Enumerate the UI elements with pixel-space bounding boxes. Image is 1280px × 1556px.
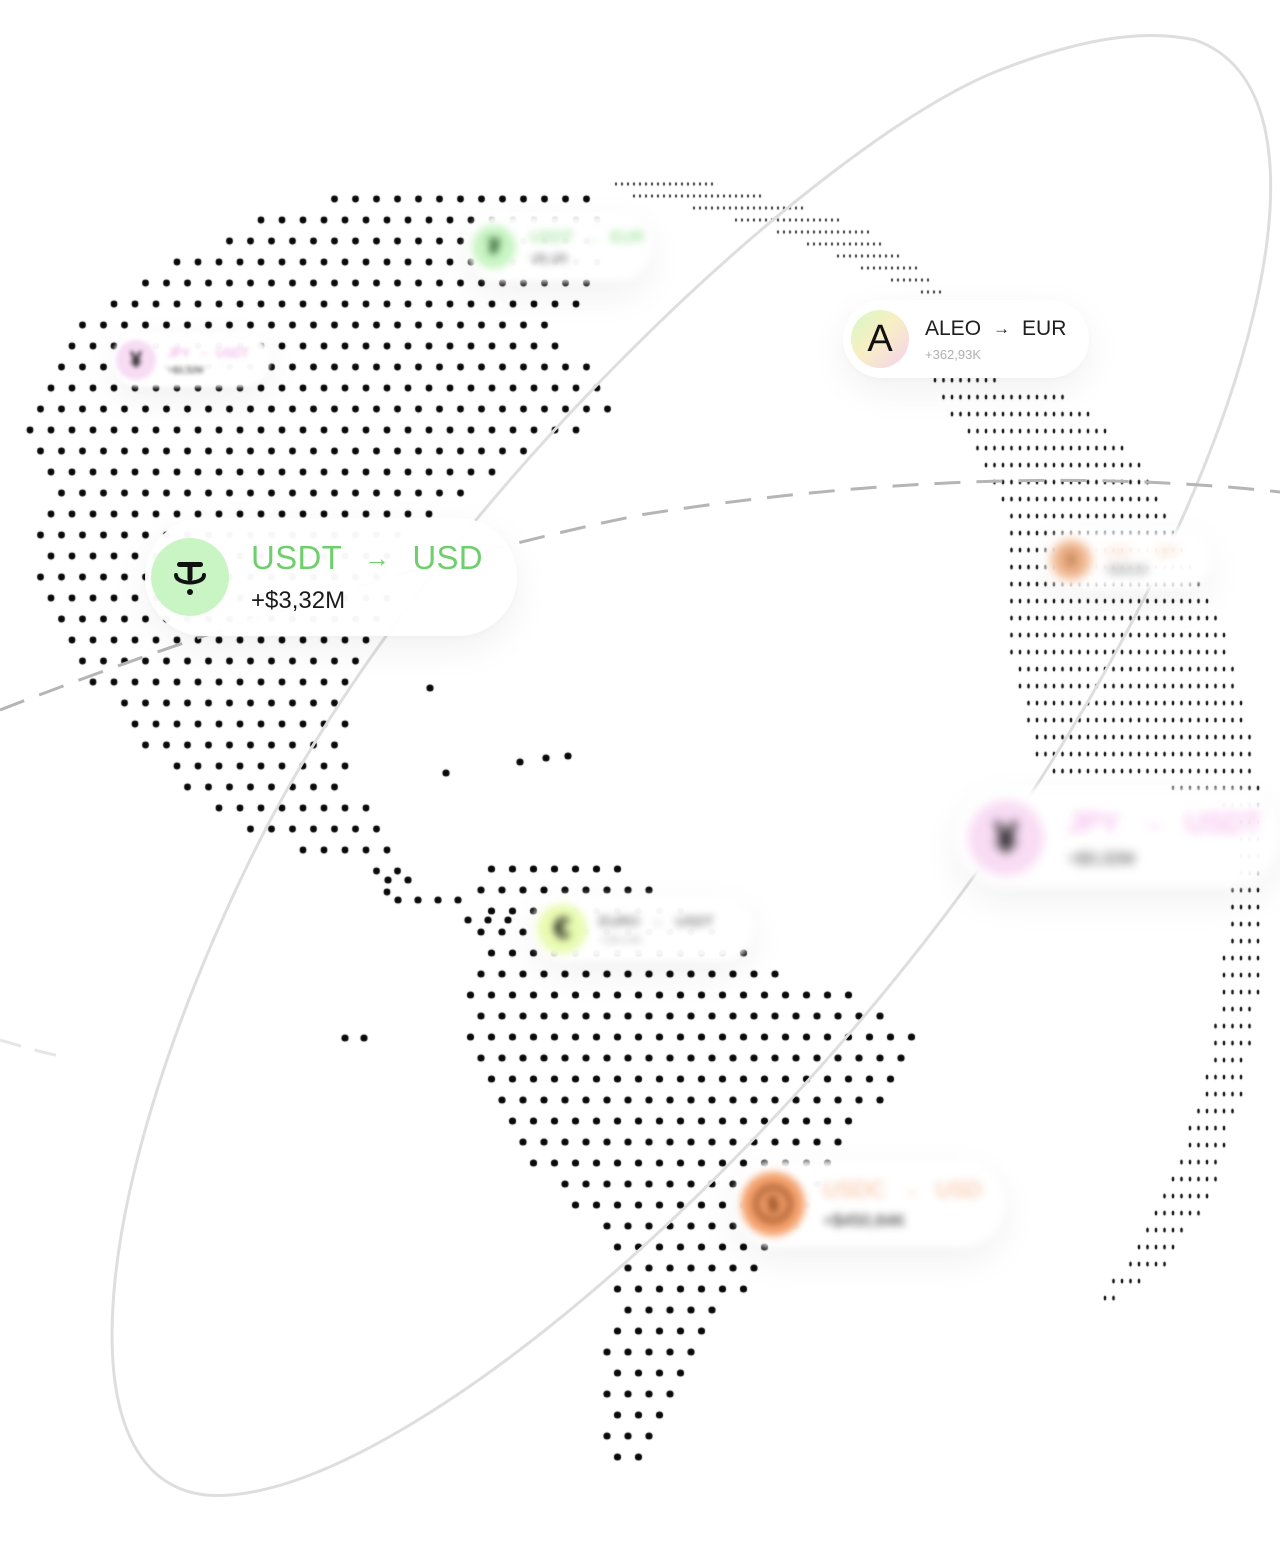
from-currency: ALEO <box>925 316 982 340</box>
from-currency: JPY <box>168 345 191 360</box>
usdc-glyph: $ <box>767 1192 779 1217</box>
amount: +362,93K <box>925 346 982 362</box>
usdc-logo: $ <box>754 1185 792 1223</box>
amount: +$1,2M <box>530 253 567 265</box>
arrow-right-icon: → <box>364 542 391 573</box>
exchange-card-jpy-usdt-small[interactable]: ¥ JPY → USDT +$3,32M <box>112 333 270 387</box>
arrow-right-icon: → <box>1141 810 1164 835</box>
aleo-icon: A <box>851 310 909 368</box>
yen-icon: ¥ <box>968 800 1044 876</box>
arrow-right-icon: → <box>901 1179 920 1200</box>
tether-glyph: ₮ <box>487 234 501 259</box>
yen-icon: ¥ <box>116 340 156 380</box>
from-currency: USDT <box>530 229 574 246</box>
amount: +$3,32M <box>168 364 204 375</box>
arrow-right-icon: → <box>651 913 664 928</box>
orbit-ring-dashed-tail <box>0 1038 61 1058</box>
amount: +$450,84K <box>823 1211 906 1230</box>
tether-logo <box>174 562 206 595</box>
to-currency: USDT <box>675 912 714 929</box>
to-currency: USDT <box>216 345 249 360</box>
aleo-glyph: A <box>867 317 893 360</box>
from-currency: USDT <box>251 539 343 576</box>
from-currency: USD <box>1105 544 1131 559</box>
to-currency: EUR <box>1022 316 1067 340</box>
yen-glyph: ¥ <box>129 347 143 372</box>
from-currency: JPY <box>1068 807 1120 838</box>
arrow-right-icon: → <box>993 318 1011 338</box>
tether-icon: ₮ <box>472 225 516 269</box>
orbit-ring-solid <box>110 33 1273 1497</box>
arrow-right-icon: → <box>1138 546 1149 557</box>
amount: +256,44K <box>599 934 643 946</box>
arrow-right-icon: → <box>585 230 599 246</box>
to-currency: EUR <box>610 229 645 246</box>
exchange-card-aleo-eur[interactable]: A ALEO → EUR +362,93K <box>843 300 1089 378</box>
arrow-right-icon: → <box>198 347 209 358</box>
exchange-card-euro-usdt[interactable]: € EURO → USDT +256,44K <box>531 896 753 962</box>
to-currency: USD <box>412 539 483 576</box>
exchange-card-usdc-usd[interactable]: $ USDC → USD +$450,84K <box>733 1160 1005 1248</box>
dollar-icon: $ <box>1051 540 1091 580</box>
exchange-card-jpy-usdt-large[interactable]: ¥ JPY → USDT +$3,32M <box>956 788 1280 888</box>
usdc-icon: $ <box>741 1172 805 1236</box>
amount: +$3,32M <box>251 587 346 614</box>
dollar-glyph: $ <box>1065 549 1076 570</box>
to-currency: USDT <box>1185 807 1262 838</box>
from-currency: EURO <box>599 912 640 929</box>
to-currency: USD <box>935 1177 982 1202</box>
exchange-card-usdt-eur[interactable]: ₮ USDT → EUR +$1,2M <box>466 212 652 282</box>
amount: +$230,6K <box>1105 564 1149 576</box>
to-currency: JPY <box>1156 544 1179 559</box>
euro-icon: € <box>537 904 587 954</box>
tether-icon <box>151 538 229 616</box>
orbit-ring-dashed <box>0 478 1280 712</box>
amount: +$3,32M <box>1068 849 1135 868</box>
from-currency: USDC <box>823 1177 886 1202</box>
euro-glyph: € <box>553 912 571 945</box>
yen-glyph: ¥ <box>993 813 1019 862</box>
exchange-card-usd-right[interactable]: $ USD → JPY +$230,6K <box>1043 530 1211 590</box>
exchange-card-usdt-usd[interactable]: USDT → USD +$3,32M <box>145 518 517 636</box>
